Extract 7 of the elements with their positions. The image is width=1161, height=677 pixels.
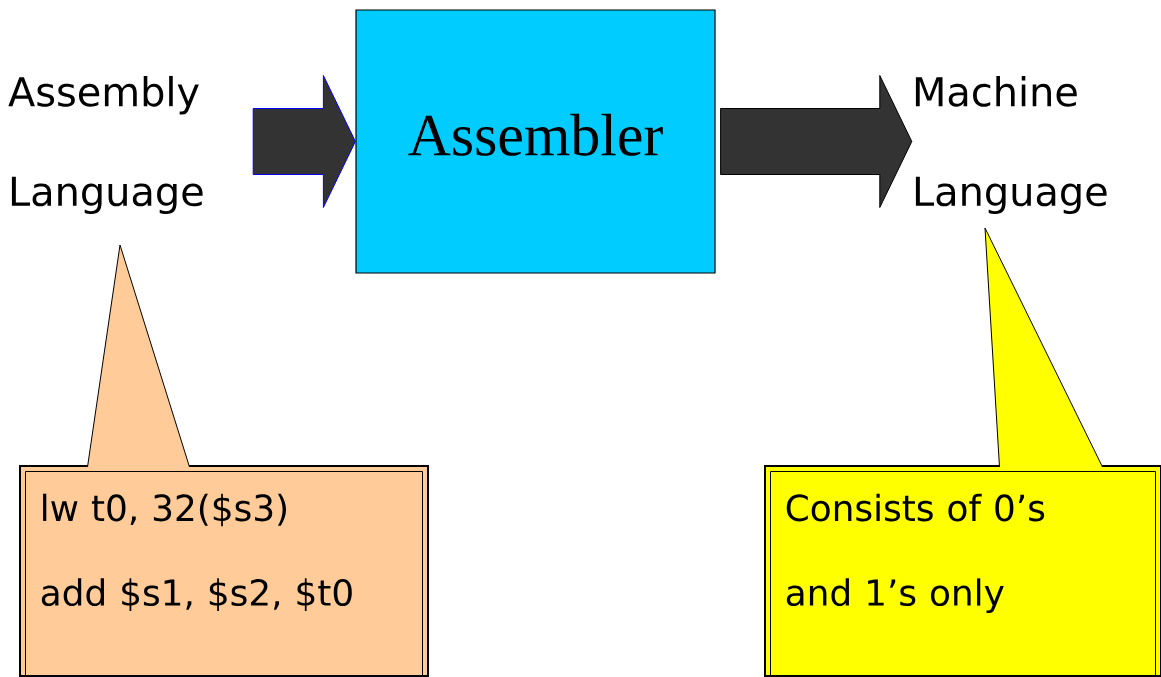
block-arrow <box>720 75 913 208</box>
block-arrow <box>252 75 356 208</box>
node-label: Assembly Language <box>8 75 203 215</box>
callout-box: lw t0, 32($s3) add $s1, $s2, $t0 <box>19 244 429 677</box>
process-box: Assembler <box>355 9 716 274</box>
node-label: Machine Language <box>915 75 1107 215</box>
callout-box: Consists of 0’s and 1’s only <box>764 227 1161 677</box>
